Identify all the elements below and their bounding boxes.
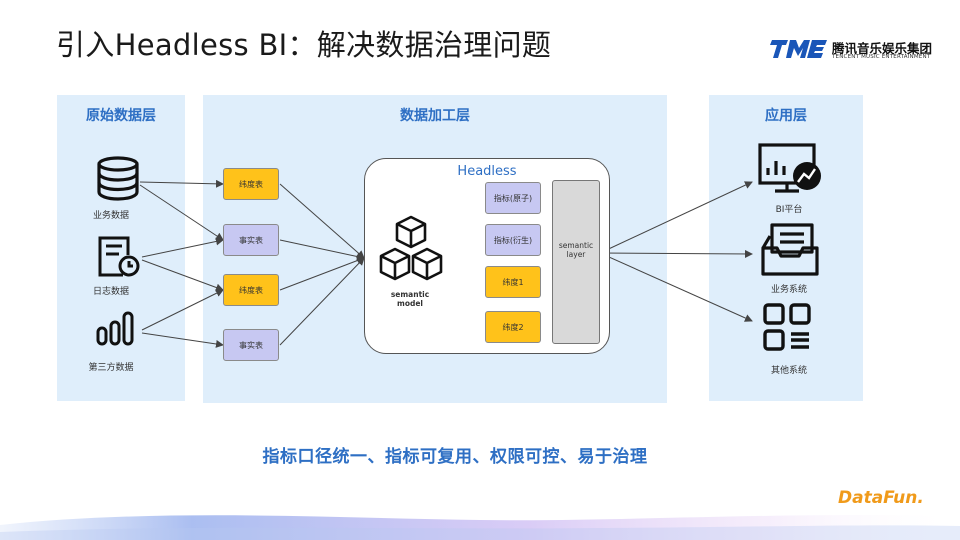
- derived-metric-box: 指标(衍生): [485, 224, 541, 256]
- database-icon: [95, 155, 141, 205]
- dimension-table-box: 纬度表: [223, 274, 279, 306]
- bi-dashboard-icon: [757, 142, 823, 198]
- fact-table-box: 事实表: [223, 329, 279, 361]
- app-label: 业务系统: [770, 285, 807, 295]
- app-label: 其他系统: [770, 366, 807, 376]
- app-label: BI平台: [775, 205, 803, 215]
- semantic-layer-box: semantic layer: [552, 180, 600, 344]
- atomic-metric-box: 指标(原子): [485, 182, 541, 214]
- dimension-table-box: 纬度表: [223, 168, 279, 200]
- page-title: 引入Headless BI：解决数据治理问题: [56, 28, 552, 62]
- source-layer-title: 原始数据层: [86, 108, 156, 124]
- logo-english-name: TENCENT MUSIC ENTERTAINMENT: [832, 54, 931, 60]
- semantic-model-cubes-icon: [378, 215, 444, 289]
- other-systems-icon: [762, 302, 814, 358]
- source-label: 业务数据: [92, 211, 129, 221]
- dimension-box: 纬度2: [485, 311, 541, 343]
- datafun-logo-text: DataFun.: [838, 488, 924, 508]
- logo-chinese-name: 腾讯音乐娱乐集团: [832, 41, 933, 56]
- source-label: 第三方数据: [88, 363, 134, 373]
- fact-table-box: 事实表: [223, 224, 279, 256]
- business-system-icon: [760, 222, 820, 282]
- log-document-icon: [97, 235, 141, 283]
- semantic-layer-label: semantic layer: [558, 241, 594, 259]
- datafun-logo: DataFun.: [838, 488, 924, 508]
- dimension-box: 纬度1: [485, 266, 541, 298]
- semantic-model-label: semantic model: [390, 290, 430, 308]
- tme-logo-mark-icon: [770, 40, 827, 58]
- decorative-wave: [0, 515, 960, 540]
- bar-chart-icon: [95, 310, 141, 350]
- source-label: 日志数据: [92, 287, 129, 297]
- source-layer-panel: 原始数据层: [57, 95, 185, 401]
- application-layer-title: 应用层: [765, 108, 807, 124]
- tme-logo: 腾讯音乐娱乐集团 TENCENT MUSIC ENTERTAINMENT: [770, 36, 950, 64]
- headless-label: Headless: [457, 164, 517, 179]
- summary-text: 指标口径统一、指标可复用、权限可控、易于治理: [262, 447, 648, 467]
- processing-layer-title: 数据加工层: [400, 108, 470, 124]
